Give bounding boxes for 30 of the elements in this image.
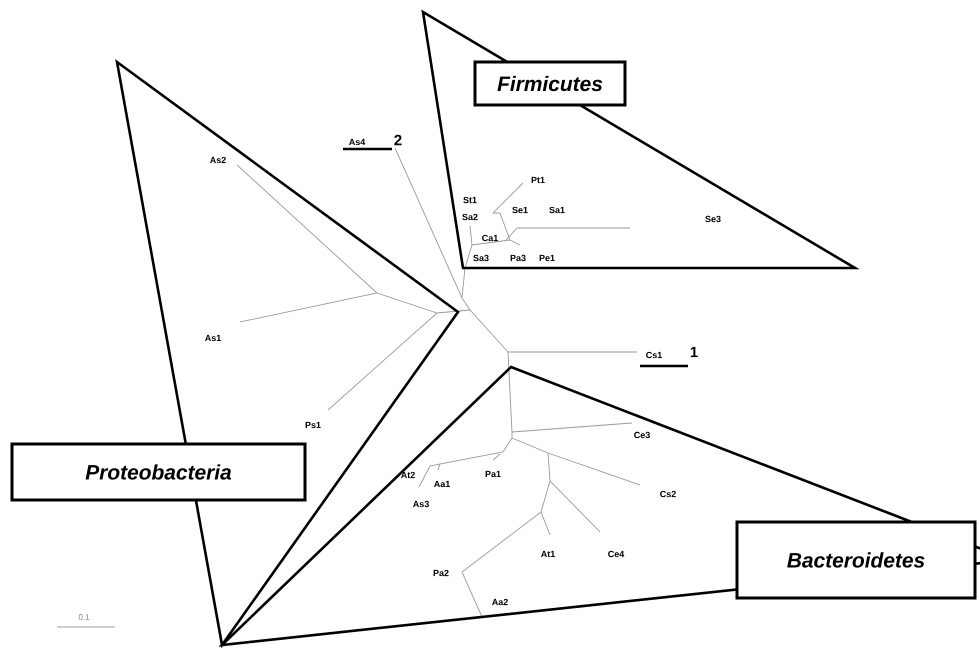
taxon-label: As4 [349, 138, 366, 146]
taxon-label: Pa2 [434, 570, 449, 576]
taxon-label: As3 [413, 500, 429, 508]
taxon-label: Se1 [512, 206, 528, 214]
clade-label-box: Proteobacteria [10, 442, 306, 502]
taxon-label: St1 [463, 196, 477, 204]
clade-label-box: Bacteroidetes [736, 520, 976, 600]
taxon-label: Pt1 [532, 176, 545, 184]
taxon-label: Ps1 [306, 422, 321, 428]
taxon-label: Pa1 [486, 470, 501, 478]
taxon-label: Pe1 [540, 254, 555, 262]
taxon-label: As1 [205, 334, 221, 342]
taxon-label: Sa1 [549, 206, 565, 214]
taxon-label: Aa2 [492, 598, 508, 606]
taxon-label: Cs2 [660, 490, 676, 498]
taxon-label: As2 [210, 156, 226, 164]
taxon-label: Se3 [705, 216, 721, 222]
taxon-label: At2 [401, 472, 415, 478]
taxon-label: Ce4 [608, 550, 624, 558]
taxon-label: Sa3 [473, 254, 489, 262]
taxon-label: Cs1 [646, 352, 662, 358]
taxon-label: Pa3 [510, 254, 526, 262]
taxon-label: At1 [541, 550, 555, 558]
taxon-label: Ca1 [482, 234, 498, 242]
clade-label-box: Firmicutes [474, 60, 626, 106]
taxon-label: Sa2 [462, 214, 478, 220]
taxon-label: Ce3 [634, 432, 650, 438]
marker-number: 2 [394, 134, 402, 146]
marker-number: 1 [690, 346, 698, 358]
taxon-label: Aa1 [434, 480, 450, 488]
